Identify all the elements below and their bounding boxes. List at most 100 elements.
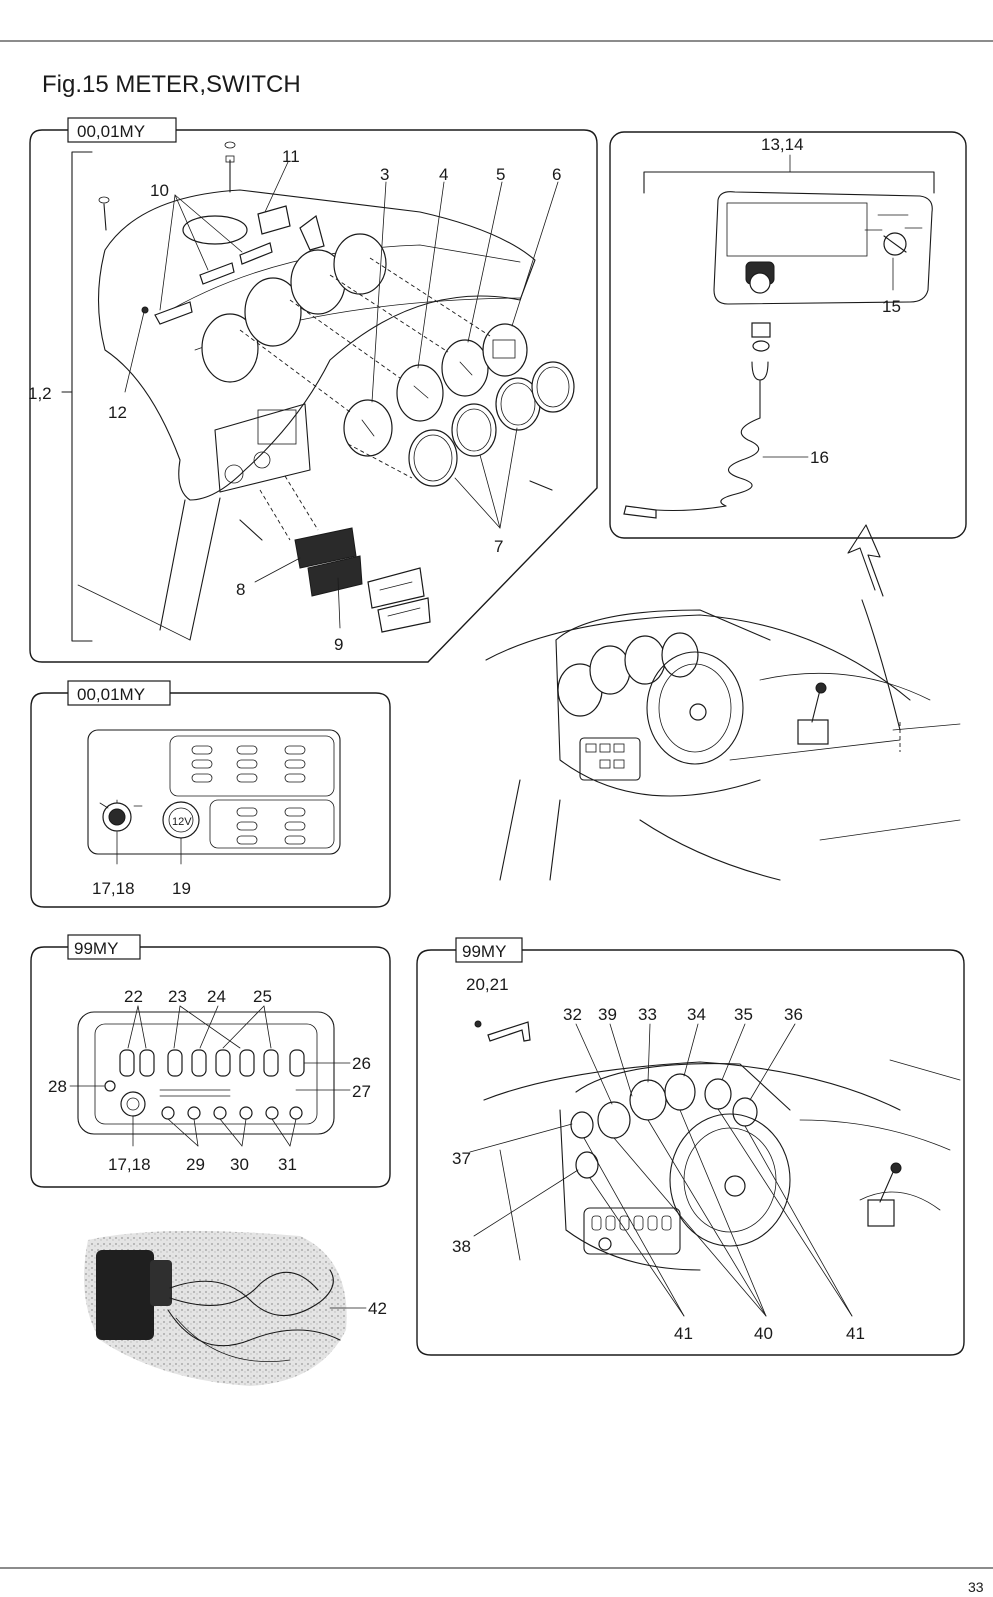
panel-3-frame bbox=[30, 946, 391, 1188]
panel-3-tag-box bbox=[67, 934, 141, 960]
callout-41-a: 41 bbox=[674, 1324, 693, 1343]
panel-2-tag-box bbox=[67, 680, 171, 706]
callout-7: 7 bbox=[494, 537, 503, 556]
throttle-base bbox=[797, 719, 829, 745]
callout-1-2: 1,2 bbox=[28, 384, 52, 403]
callout-27: 27 bbox=[352, 1082, 371, 1101]
panel-4-frame bbox=[416, 949, 965, 1356]
dash-cutout-1 bbox=[201, 313, 259, 383]
steering-wheel-99 bbox=[669, 1113, 791, 1247]
dash-housing bbox=[98, 189, 536, 501]
callout-35: 35 bbox=[734, 1005, 753, 1024]
callout-17-18-a: 17,18 bbox=[92, 879, 135, 898]
callout-6: 6 bbox=[552, 165, 561, 184]
cockpit99-gauge-38 bbox=[575, 1151, 599, 1179]
rocker-switches-99 bbox=[119, 1049, 305, 1077]
panel-1-tag: 00,01MY bbox=[77, 122, 145, 141]
switch-panel-recess bbox=[214, 403, 311, 493]
breakers-29-31 bbox=[161, 1106, 303, 1120]
panel-4-tag-box bbox=[455, 937, 523, 963]
callout-39: 39 bbox=[598, 1005, 617, 1024]
dash-cutout-2 bbox=[244, 277, 302, 347]
callout-30: 30 bbox=[230, 1155, 249, 1174]
cockpit99-gauge-35 bbox=[704, 1078, 732, 1110]
panel-switch-99: 99MY 22 23 24 bbox=[30, 934, 391, 1188]
cockpit-gauge-3 bbox=[624, 635, 666, 685]
panel-1-frame bbox=[29, 129, 598, 663]
cockpit99-gauge-36 bbox=[732, 1097, 758, 1127]
panel-cockpit-99: 99MY 20,21 32 39 33 bbox=[416, 937, 965, 1356]
callout-17-18-b: 17,18 bbox=[108, 1155, 151, 1174]
arrow-up bbox=[847, 524, 884, 597]
rocker-switch-slots bbox=[191, 745, 306, 845]
callout-26: 26 bbox=[352, 1054, 371, 1073]
callout-19: 19 bbox=[172, 879, 191, 898]
callout-23: 23 bbox=[168, 987, 187, 1006]
gauge-6 bbox=[482, 323, 528, 377]
screw-set bbox=[98, 141, 553, 541]
callout-16: 16 bbox=[810, 448, 829, 467]
throttle-99 bbox=[867, 1199, 895, 1227]
cockpit99-gauge-32 bbox=[597, 1101, 631, 1139]
panel-lanyard-switch: 13,14 15 16 bbox=[609, 131, 967, 731]
callout-12: 12 bbox=[108, 403, 127, 422]
callout-9: 9 bbox=[334, 635, 343, 654]
callout-10: 10 bbox=[150, 181, 169, 200]
panel-2-frame bbox=[30, 692, 391, 908]
cockpit-perspective bbox=[485, 609, 961, 881]
callout-36: 36 bbox=[784, 1005, 803, 1024]
callout-3: 3 bbox=[380, 165, 389, 184]
callout-33: 33 bbox=[638, 1005, 657, 1024]
lanyard-plate-window bbox=[726, 202, 868, 257]
panel-4-tag: 99MY bbox=[462, 942, 506, 961]
callout-34: 34 bbox=[687, 1005, 706, 1024]
bracket-1-2 bbox=[71, 151, 93, 642]
socket-12v-label: 12V bbox=[172, 816, 192, 828]
callout-20-21: 20,21 bbox=[466, 975, 509, 994]
callout-24: 24 bbox=[207, 987, 226, 1006]
lanyard-plate bbox=[713, 191, 933, 305]
figure-title: Fig.15 METER,SWITCH bbox=[42, 71, 301, 98]
callout-13-14: 13,14 bbox=[761, 135, 804, 154]
dash-top-cutout bbox=[182, 215, 248, 245]
indicator-28 bbox=[104, 1080, 116, 1092]
switch-plate-99 bbox=[77, 1011, 335, 1135]
panel-lanyard-frame bbox=[609, 131, 967, 539]
callout-15: 15 bbox=[882, 297, 901, 316]
harness-connector-block bbox=[96, 1250, 154, 1340]
callout-5: 5 bbox=[496, 165, 505, 184]
panel-1-tag-box bbox=[67, 117, 177, 143]
lanyard-coil bbox=[720, 417, 761, 507]
callout-8: 8 bbox=[236, 580, 245, 599]
callout-41-b: 41 bbox=[846, 1324, 865, 1343]
callout-37: 37 bbox=[452, 1149, 471, 1168]
dash-cutout-4 bbox=[333, 233, 387, 295]
cockpit-switch-panel bbox=[579, 737, 641, 781]
bezel-ring-a bbox=[408, 429, 458, 487]
panel-2-tag: 00,01MY bbox=[77, 685, 145, 704]
switch-plate bbox=[87, 729, 341, 855]
cockpit99-gauge-33 bbox=[629, 1079, 667, 1121]
panel-3-tag: 99MY bbox=[74, 939, 118, 958]
key-switch-99 bbox=[120, 1091, 146, 1117]
callout-28: 28 bbox=[48, 1077, 67, 1096]
bezel-ring-d bbox=[531, 361, 575, 413]
callout-31: 31 bbox=[278, 1155, 297, 1174]
bezel-ring-b bbox=[451, 403, 497, 457]
bracket-20-21 bbox=[487, 1021, 531, 1042]
callout-40: 40 bbox=[754, 1324, 773, 1343]
cockpit-gauge-2 bbox=[589, 645, 631, 695]
lanyard-hook bbox=[623, 505, 657, 519]
page-number: 33 bbox=[968, 1579, 984, 1595]
callout-25: 25 bbox=[253, 987, 272, 1006]
lanyard-clip bbox=[751, 361, 769, 381]
callout-38: 38 bbox=[452, 1237, 471, 1256]
panel-meter-dash-exploded: 00,01MY 1,2 10 bbox=[28, 117, 598, 663]
cockpit99-gauge-37 bbox=[570, 1111, 594, 1139]
switch-assembly-8-9 bbox=[294, 527, 431, 633]
steering-wheel bbox=[646, 651, 744, 765]
callout-22: 22 bbox=[124, 987, 143, 1006]
callout-11: 11 bbox=[282, 147, 300, 166]
panel-switch-00-01: 00,01MY 12V 17,18 bbox=[30, 680, 391, 908]
